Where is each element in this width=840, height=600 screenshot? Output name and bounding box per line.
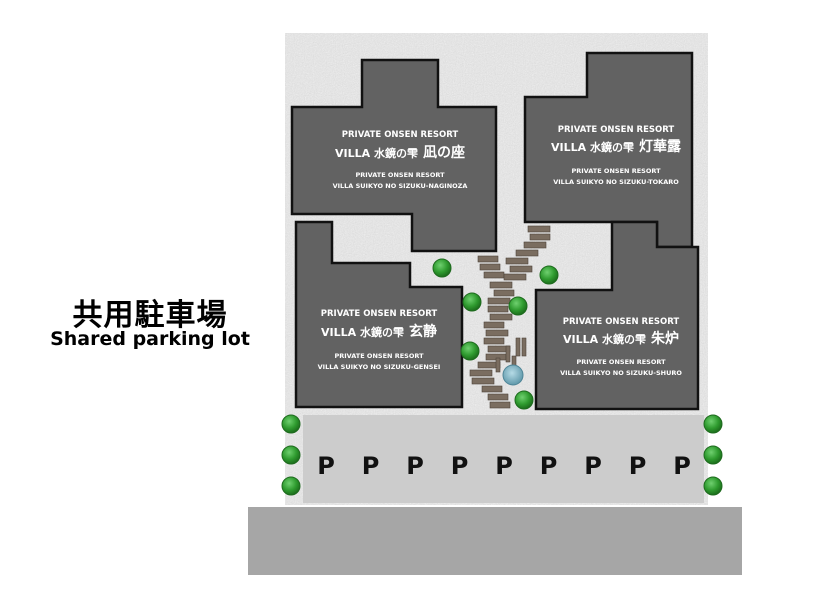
villa-line4: VILLA SUIKYO NO SIZUKU-GENSEI — [318, 363, 441, 371]
villa-line3: PRIVATE ONSEN RESORT — [571, 167, 661, 175]
villa-label-naginoza: PRIVATE ONSEN RESORT VILLA 水鏡の雫凪の座 PRIVA… — [333, 130, 468, 190]
villa-line4: VILLA SUIKYO NO SIZUKU-NAGINOZA — [333, 182, 468, 190]
villa-line2-name: 凪の座 — [423, 144, 465, 161]
pond — [502, 364, 524, 386]
parking-space-symbol: P — [495, 452, 513, 480]
stepping-stone — [469, 369, 493, 377]
stepping-stone — [483, 271, 505, 279]
stepping-stone — [479, 263, 501, 271]
tree — [539, 265, 559, 285]
tree — [462, 292, 482, 312]
villa-label-shuro: PRIVATE ONSEN RESORT VILLA 水鏡の雫朱炉 PRIVAT… — [560, 317, 682, 377]
villa-line2-prefix: VILLA 水鏡の雫 — [551, 140, 634, 154]
villa-line2-prefix: VILLA 水鏡の雫 — [335, 146, 418, 160]
stepping-stone — [471, 377, 495, 385]
stepping-stone-path — [469, 225, 551, 409]
tree — [703, 476, 723, 496]
parking-space-symbol: P — [362, 452, 380, 480]
villa-line2-prefix: VILLA 水鏡の雫 — [563, 332, 646, 346]
villa-line4: VILLA SUIKYO NO SIZUKU-SHURO — [560, 369, 682, 377]
tree — [432, 258, 452, 278]
parking-space-symbol: P — [540, 452, 558, 480]
parking-space-symbol: P — [451, 452, 469, 480]
tree — [514, 390, 534, 410]
villa-line2-name: 玄静 — [409, 323, 437, 340]
stepping-stone — [505, 345, 511, 363]
stepping-stone — [523, 241, 547, 249]
villa-line1: PRIVATE ONSEN RESORT — [342, 130, 459, 140]
parking-space-symbol: P — [317, 452, 335, 480]
trees — [281, 258, 723, 496]
tree — [508, 296, 528, 316]
villa-label-gensei: PRIVATE ONSEN RESORT VILLA 水鏡の雫玄静 PRIVAT… — [318, 309, 441, 371]
parking-space-symbol: P — [629, 452, 647, 480]
villa-line3: PRIVATE ONSEN RESORT — [576, 358, 666, 366]
parking-lot-label-ja: 共用駐車場 — [72, 298, 228, 333]
villa-line4: VILLA SUIKYO NO SIZUKU-TOKARO — [553, 178, 679, 186]
villa-line1: PRIVATE ONSEN RESORT — [558, 125, 675, 135]
villa-line2-name: 灯華露 — [639, 138, 682, 155]
tree — [703, 445, 723, 465]
villa-shuro[interactable] — [534, 220, 700, 411]
parking-space-symbol: P — [584, 452, 602, 480]
tree — [281, 414, 301, 434]
stepping-stone — [489, 281, 513, 289]
villa-naginoza[interactable] — [290, 58, 498, 253]
stepping-stone — [485, 329, 509, 337]
villa-gensei[interactable] — [294, 220, 464, 409]
stepping-stone — [487, 393, 509, 401]
stepping-stone — [489, 313, 513, 321]
stepping-stone — [481, 385, 503, 393]
stepping-stone — [487, 297, 511, 305]
villa-line1: PRIVATE ONSEN RESORT — [563, 317, 680, 327]
stepping-stone — [487, 305, 509, 313]
tree — [460, 341, 480, 361]
parking-area — [303, 415, 704, 503]
stepping-stone — [521, 337, 527, 357]
villa-line1: PRIVATE ONSEN RESORT — [321, 309, 438, 319]
tree — [281, 445, 301, 465]
stepping-stone — [515, 337, 521, 357]
parking-lot-label-en: Shared parking lot — [50, 328, 250, 350]
stepping-stone — [483, 337, 505, 345]
stepping-stone — [477, 255, 499, 263]
tree — [703, 414, 723, 434]
stepping-stone — [509, 265, 533, 273]
stepping-stone — [493, 289, 515, 297]
stepping-stone — [505, 257, 529, 265]
stepping-stone — [495, 357, 501, 373]
road — [248, 507, 742, 575]
stepping-stone — [515, 249, 539, 257]
villa-line3: PRIVATE ONSEN RESORT — [334, 352, 424, 360]
tree — [281, 476, 301, 496]
parking-space-symbol: P — [406, 452, 424, 480]
villa-label-tokaro: PRIVATE ONSEN RESORT VILLA 水鏡の雫灯華露 PRIVA… — [551, 125, 682, 186]
parking-space-symbol: P — [673, 452, 691, 480]
villa-line3: PRIVATE ONSEN RESORT — [355, 171, 445, 179]
stepping-stone — [489, 401, 511, 409]
stepping-stone — [503, 273, 527, 281]
stepping-stone — [529, 233, 551, 241]
stepping-stone — [483, 321, 505, 329]
villa-line2-name: 朱炉 — [651, 330, 679, 347]
stepping-stone — [527, 225, 551, 233]
villa-line2-prefix: VILLA 水鏡の雫 — [321, 325, 404, 339]
